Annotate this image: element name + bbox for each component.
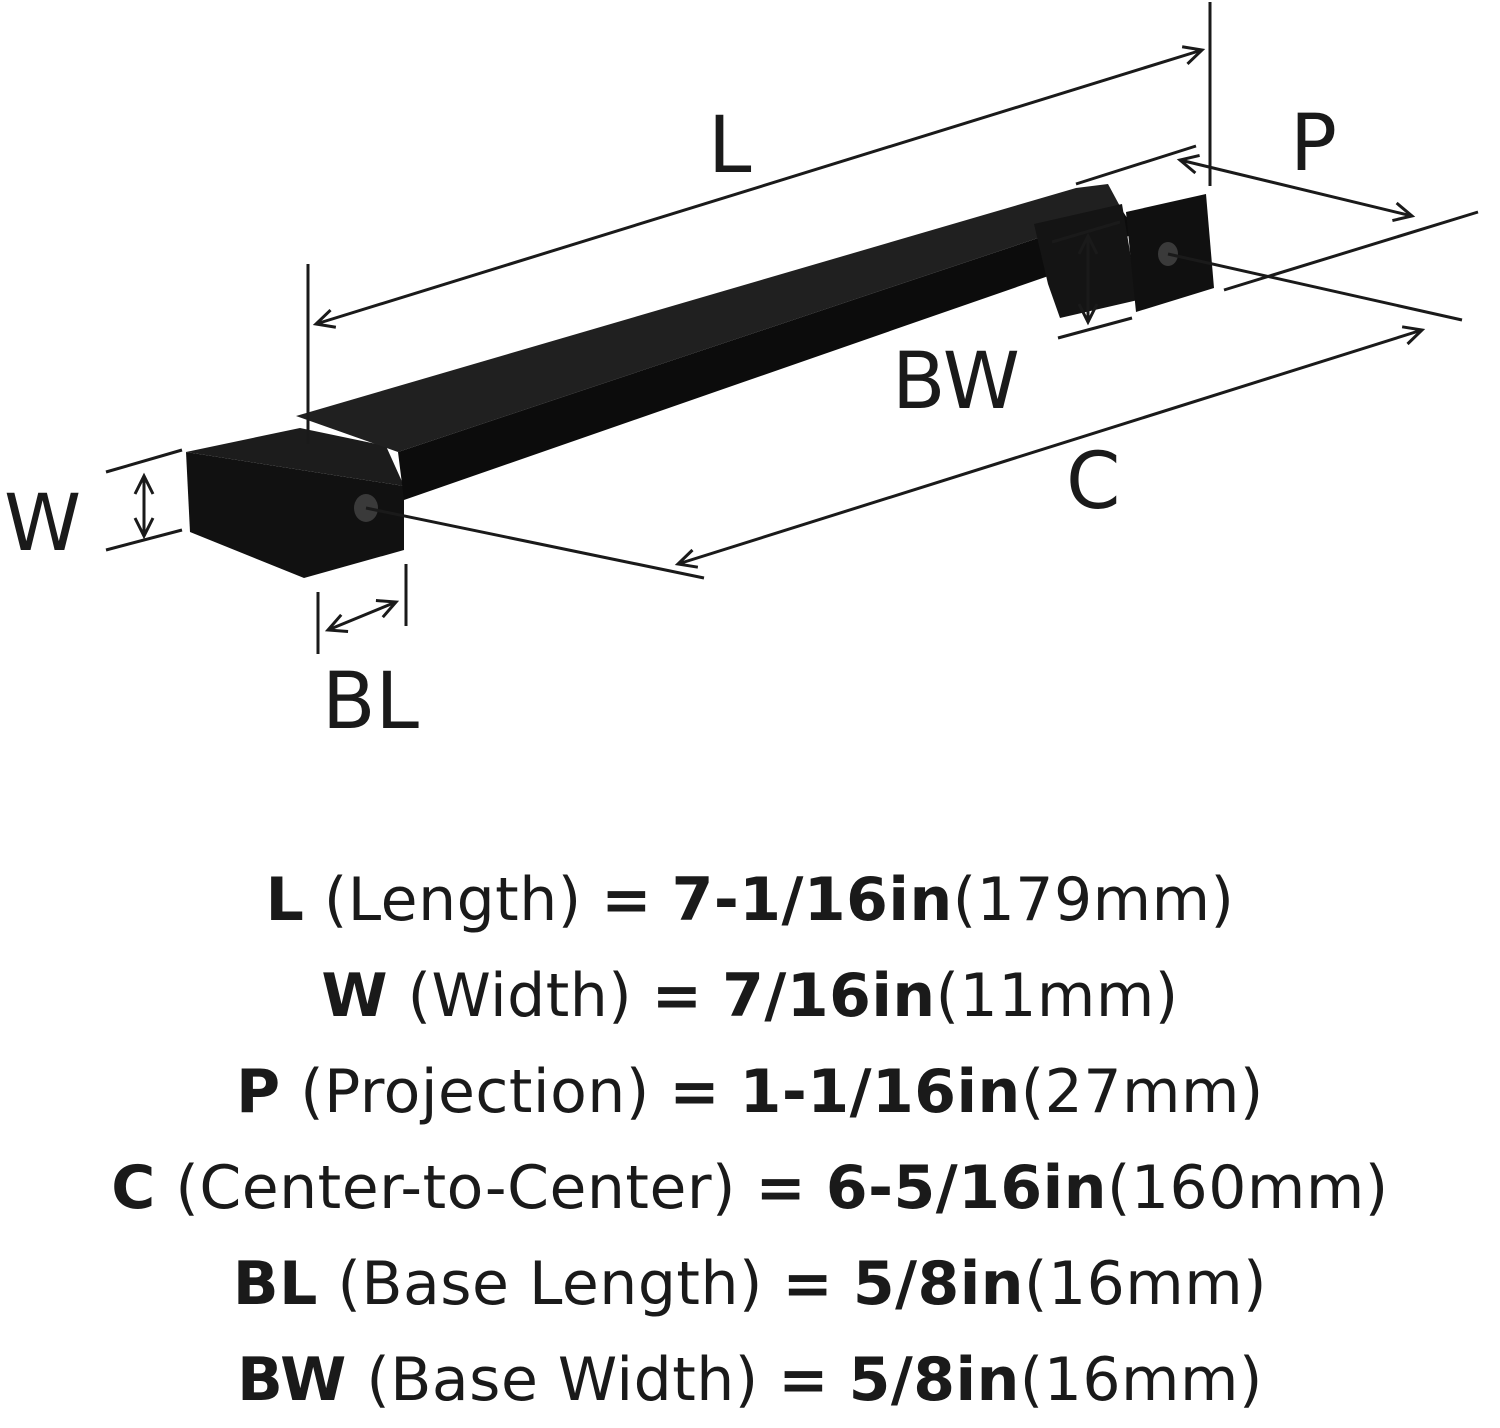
spec-code: P: [236, 1057, 281, 1127]
spec-imperial: 6-5/16in: [825, 1153, 1107, 1223]
width-extension-top: [105, 448, 183, 474]
width-extension-bottom: [105, 528, 183, 552]
projection-extension-back: [1223, 210, 1479, 292]
spec-metric: (16mm): [1019, 1345, 1263, 1415]
spec-name: (Center-to-Center): [175, 1153, 736, 1223]
spec-imperial: 7-1/16in: [671, 865, 953, 935]
spec-code: L: [265, 865, 305, 935]
spec-equals: =: [669, 1057, 721, 1127]
spec-name: (Width): [407, 961, 633, 1031]
left-base-front: [186, 452, 404, 578]
projection-extension-top: [1075, 144, 1197, 186]
center-leader-right: [1167, 252, 1463, 322]
spec-row-center-to-center: C (Center-to-Center) = 6-5/16in(160mm): [0, 1140, 1500, 1236]
spec-equals: =: [782, 1249, 834, 1319]
base-length-dimension-arrow: [324, 599, 400, 633]
spec-imperial: 7/16in: [722, 961, 936, 1031]
spec-metric: (179mm): [952, 865, 1235, 935]
base-width-extension-bottom: [1057, 316, 1133, 340]
label-bl: BL: [322, 657, 420, 747]
dimension-lines: [105, 2, 1479, 654]
spec-imperial: 1-1/16in: [739, 1057, 1021, 1127]
base-width-extension-top: [1051, 220, 1121, 244]
spec-equals: =: [601, 865, 653, 935]
pull-handle-illustration: [186, 184, 1214, 578]
spec-code: C: [111, 1153, 156, 1223]
spec-row-base-length: BL (Base Length) = 5/8in(16mm): [0, 1236, 1500, 1332]
center-dimension-arrow: [674, 325, 1426, 569]
spec-metric: (11mm): [935, 961, 1179, 1031]
spec-code: W: [321, 961, 388, 1031]
label-bw: BW: [892, 337, 1020, 427]
spec-imperial: 5/8in: [848, 1345, 1020, 1415]
spec-imperial: 5/8in: [852, 1249, 1025, 1319]
spec-equals: =: [778, 1345, 830, 1415]
dimension-spec-list: L (Length) = 7-1/16in(179mm) W (Width) =…: [0, 852, 1500, 1428]
spec-name: (Length): [323, 865, 582, 935]
spec-metric: (16mm): [1024, 1249, 1268, 1319]
label-w: W: [4, 479, 81, 569]
spec-row-projection: P (Projection) = 1-1/16in(27mm): [0, 1044, 1500, 1140]
label-c: C: [1066, 437, 1120, 527]
spec-code: BW: [237, 1345, 347, 1415]
length-dimension-arrow: [312, 45, 1206, 329]
spec-name: (Base Length): [337, 1249, 763, 1319]
left-base-top: [186, 428, 404, 486]
spec-row-width: W (Width) = 7/16in(11mm): [0, 948, 1500, 1044]
spec-metric: (27mm): [1020, 1057, 1264, 1127]
spec-row-base-width: BW (Base Width) = 5/8in(16mm): [0, 1332, 1500, 1428]
spec-code: BL: [232, 1249, 318, 1319]
spec-equals: =: [755, 1153, 807, 1223]
spec-equals: =: [651, 961, 703, 1031]
right-leg: [1034, 204, 1138, 318]
projection-dimension-arrow: [1176, 154, 1416, 222]
label-p: P: [1290, 99, 1337, 189]
dimension-diagram: L P BW C W BL: [4, 2, 1479, 747]
spec-metric: (160mm): [1106, 1153, 1389, 1223]
spec-row-length: L (Length) = 7-1/16in(179mm): [0, 852, 1500, 948]
spec-name: (Base Width): [366, 1345, 759, 1415]
spec-name: (Projection): [300, 1057, 650, 1127]
center-leader-left: [365, 506, 705, 580]
label-l: L: [708, 101, 752, 191]
